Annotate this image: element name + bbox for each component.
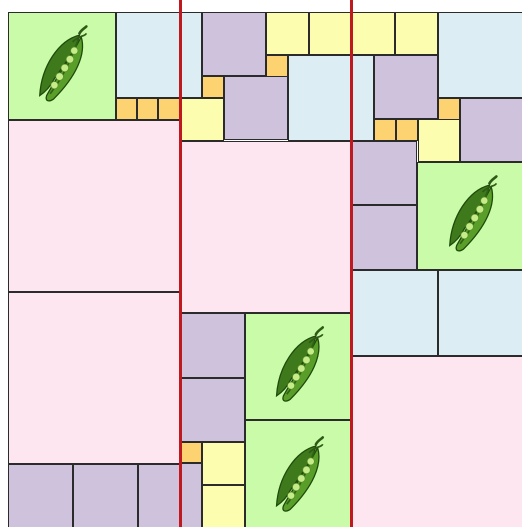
lightblue-tile[interactable] [438, 12, 522, 98]
lavender-tile[interactable] [374, 55, 438, 119]
orange-tile[interactable] [202, 76, 224, 98]
orange-tile[interactable] [374, 119, 396, 141]
pea-pod-tile[interactable] [245, 313, 352, 420]
lavender-tile[interactable] [8, 464, 73, 527]
orange-tile[interactable] [266, 55, 288, 77]
yellow-tile[interactable] [309, 12, 352, 55]
lavender-tile[interactable] [180, 463, 202, 527]
lightblue-tile[interactable] [438, 270, 522, 356]
lavender-tile[interactable] [180, 313, 245, 378]
pea-pod-tile[interactable] [245, 420, 352, 527]
orange-tile[interactable] [137, 98, 158, 120]
yellow-tile[interactable] [352, 12, 395, 55]
lightblue-tile[interactable] [352, 270, 438, 356]
lavender-tile[interactable] [352, 141, 417, 205]
lavender-tile[interactable] [180, 378, 245, 442]
lightblue-tile[interactable] [288, 55, 352, 141]
yellow-tile[interactable] [202, 442, 245, 485]
pea-pod-tile[interactable] [8, 12, 116, 120]
yellow-tile[interactable] [395, 12, 438, 55]
yellow-tile[interactable] [266, 12, 309, 55]
pea-pod-icon [19, 23, 105, 109]
lavender-tile[interactable] [73, 464, 138, 527]
orange-tile[interactable] [438, 98, 460, 120]
lavender-tile[interactable] [202, 12, 266, 76]
orange-tile[interactable] [158, 98, 180, 120]
lightblue-tile[interactable] [180, 12, 202, 98]
column-divider-2 [350, 0, 353, 527]
pea-pod-icon [256, 434, 342, 520]
pink-tile[interactable] [180, 141, 352, 313]
pea-pod-tile[interactable] [417, 162, 522, 270]
column-divider-1 [179, 0, 182, 527]
pink-tile[interactable] [8, 292, 180, 464]
pea-pod-icon [429, 173, 515, 259]
yellow-tile[interactable] [418, 119, 460, 162]
pink-tile[interactable] [352, 356, 522, 527]
lightblue-tile[interactable] [352, 55, 374, 141]
yellow-tile[interactable] [202, 485, 245, 527]
pink-tile[interactable] [8, 120, 180, 292]
lavender-tile[interactable] [224, 76, 288, 140]
yellow-tile[interactable] [180, 98, 224, 141]
lavender-tile[interactable] [352, 205, 417, 270]
lightblue-tile[interactable] [116, 12, 180, 98]
orange-tile[interactable] [180, 442, 202, 463]
orange-tile[interactable] [116, 98, 137, 120]
orange-tile[interactable] [396, 119, 418, 141]
lavender-tile[interactable] [460, 98, 522, 162]
pea-pod-icon [256, 324, 342, 410]
